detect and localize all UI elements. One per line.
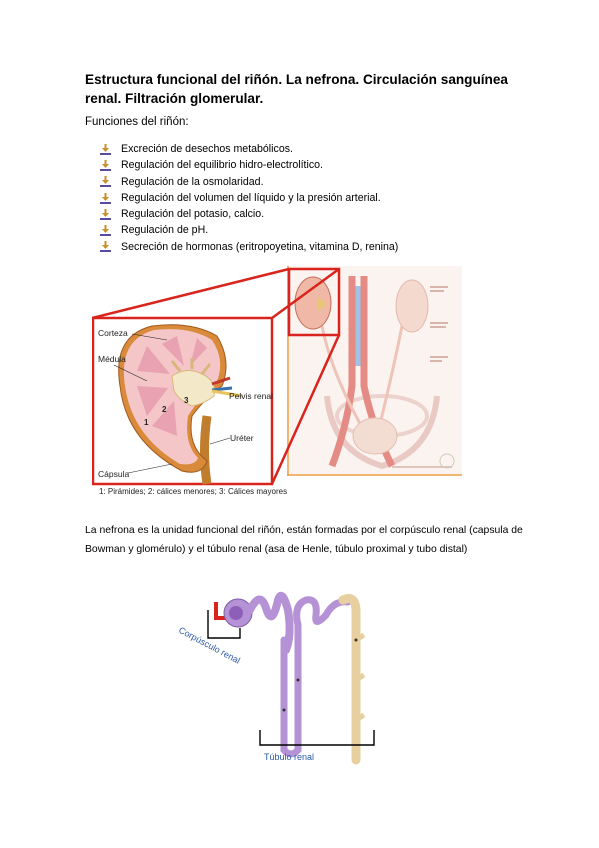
proximal-tubule xyxy=(246,591,294,654)
functions-list: Excreción de desechos metabólicos. Regul… xyxy=(100,141,398,255)
list-item: Excreción de desechos metabólicos. xyxy=(100,141,398,157)
list-item: Regulación del volumen del líquido y la … xyxy=(100,190,398,206)
function-text: Regulación de la osmolaridad. xyxy=(121,175,264,188)
function-text: Regulación del volumen del líquido y la … xyxy=(121,191,381,204)
function-text: Regulación del equilibrio hidro-electrol… xyxy=(121,159,323,172)
label-number-3: 3 xyxy=(184,396,189,405)
nephron-figure: Corpúsculo renal Túbulo renal xyxy=(178,591,375,765)
arrow-bullet-icon xyxy=(100,192,111,204)
arrow-bullet-icon xyxy=(100,241,111,253)
list-item: Regulación de la osmolaridad. xyxy=(100,174,398,190)
loop-of-henle xyxy=(280,621,302,758)
distal-tubule xyxy=(293,596,352,629)
function-text: Regulación de pH. xyxy=(121,224,209,237)
label-number-1: 1 xyxy=(144,418,149,427)
collecting-duct xyxy=(338,594,361,765)
function-text: Secreción de hormonas (eritropoyetina, v… xyxy=(121,240,399,253)
list-item: Secreción de hormonas (eritropoyetina, v… xyxy=(100,239,398,255)
highlight-box-small xyxy=(287,267,341,337)
zoom-connector-bottom xyxy=(272,318,289,335)
label-tubulo: Túbulo renal xyxy=(264,752,314,762)
kidney-cross-section xyxy=(118,324,243,485)
arrow-bullet-icon xyxy=(100,225,111,237)
arrow-bullet-icon xyxy=(100,208,111,220)
kidney-anatomy-figure: Corteza Médula Pelvis renal Uréter Cápsu… xyxy=(92,266,462,486)
nephron-paragraph: La nefrona es la unidad funcional del ri… xyxy=(85,525,523,555)
label-corpusculo: Corpúsculo renal xyxy=(178,625,242,666)
function-text: Excreción de desechos metabólicos. xyxy=(121,143,293,155)
arrow-bullet-icon xyxy=(100,159,111,171)
label-number-2: 2 xyxy=(162,405,167,414)
figure1-caption: 1: Pirámides; 2: cálices menores; 3: Cál… xyxy=(99,487,288,496)
list-item: Regulación de pH. xyxy=(100,222,398,238)
arrow-bullet-icon xyxy=(100,143,111,155)
label-corteza: Corteza xyxy=(98,328,128,338)
label-capsula: Cápsula xyxy=(98,469,129,479)
page-title: Estructura funcional del riñón. La nefro… xyxy=(85,72,508,106)
label-ureter: Uréter xyxy=(230,433,254,443)
urinary-system-illustration xyxy=(287,266,462,476)
zoom-connector-top xyxy=(92,267,290,320)
functions-heading: Funciones del riñón: xyxy=(85,116,189,128)
label-pelvis: Pelvis renal xyxy=(229,391,273,401)
list-item: Regulación del potasio, calcio. xyxy=(100,206,398,222)
arrow-bullet-icon xyxy=(100,176,111,188)
list-item: Regulación del equilibrio hidro-electrol… xyxy=(100,157,398,173)
label-medula: Médula xyxy=(98,354,126,364)
function-text: Regulación del potasio, calcio. xyxy=(121,208,265,221)
